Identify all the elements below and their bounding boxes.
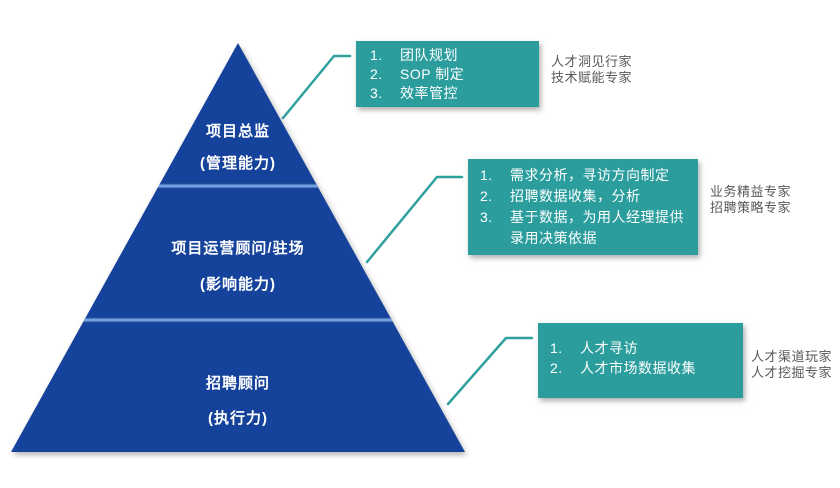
side-label-line: 人才渠道玩家 — [751, 349, 833, 364]
list-item: 2. 招聘数据收集，分析 — [480, 186, 688, 207]
item-number: 2. — [480, 188, 493, 204]
item-number: 1. — [550, 340, 563, 356]
list-item: 1. 需求分析，寻访方向制定 — [480, 165, 688, 186]
item-number: 1. — [370, 47, 383, 63]
item-number: 2. — [550, 360, 563, 376]
list-item: 3. 基于数据，为用人经理提供录用决策依据 — [480, 207, 688, 249]
item-number: 3. — [480, 209, 493, 225]
item-text: 招聘数据收集，分析 — [510, 188, 641, 204]
item-text: 人才市场数据收集 — [580, 360, 696, 376]
side-label-line: 招聘策略专家 — [710, 200, 792, 215]
list-item: 1. 团队规划 — [370, 46, 531, 65]
side-label-tier2: 业务精益专家 招聘策略专家 — [710, 184, 791, 216]
item-text: 效率管控 — [400, 85, 458, 101]
callout-tier2: 1. 需求分析，寻访方向制定 2. 招聘数据收集，分析 3. 基于数据，为用人经… — [468, 159, 698, 255]
item-text: 团队规划 — [400, 47, 458, 63]
list-item: 2. SOP 制定 — [370, 65, 531, 84]
item-text: 需求分析，寻访方向制定 — [510, 167, 670, 183]
callout-tier3: 1. 人才寻访 2. 人才市场数据收集 — [538, 323, 743, 398]
item-number: 1. — [480, 167, 493, 183]
tier1-subtitle: (管理能力) — [200, 155, 276, 172]
list-item: 2. 人才市场数据收集 — [550, 358, 735, 378]
list-item: 3. 效率管控 — [370, 84, 531, 103]
list-item: 1. 人才寻访 — [550, 338, 735, 358]
side-label-line: 技术赋能专家 — [551, 70, 633, 85]
item-text: 人才寻访 — [580, 340, 638, 356]
side-label-line: 业务精益专家 — [710, 184, 792, 199]
tier-divider-1 — [11, 183, 465, 189]
callout-tier1: 1. 团队规划 2. SOP 制定 3. 效率管控 — [356, 41, 539, 107]
tier-divider-2 — [11, 317, 465, 323]
item-number: 2. — [370, 66, 383, 82]
side-label-line: 人才挖掘专家 — [751, 365, 833, 380]
tier2-title: 项目运营顾问/驻场 — [171, 240, 305, 257]
side-label-tier1: 人才洞见行家 技术赋能专家 — [551, 54, 632, 86]
side-label-line: 人才洞见行家 — [551, 54, 633, 69]
tier3-title: 招聘顾问 — [205, 375, 270, 392]
tier3-subtitle: (执行力) — [208, 410, 268, 427]
tier1-title: 项目总监 — [205, 123, 270, 140]
tier2-subtitle: (影响能力) — [200, 276, 276, 293]
item-text: SOP 制定 — [400, 66, 465, 82]
item-number: 3. — [370, 85, 383, 101]
side-label-tier3: 人才渠道玩家 人才挖掘专家 — [751, 349, 832, 381]
item-text: 基于数据，为用人经理提供录用决策依据 — [510, 209, 684, 246]
